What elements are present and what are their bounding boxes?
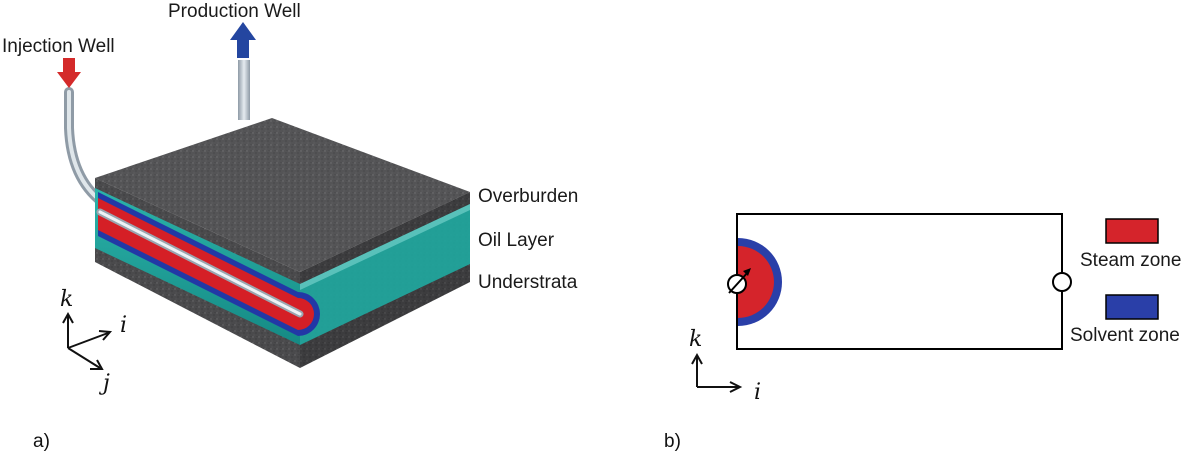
- producer-well-symbol-icon: [1052, 272, 1072, 292]
- axis-k-label-b: k: [689, 327, 702, 352]
- cross-section-box: [736, 213, 1063, 350]
- panel-b-tag: b): [664, 431, 681, 452]
- steam-zone-shape: [738, 246, 774, 318]
- axes-triad-b: [691, 352, 743, 393]
- axis-i-label: i: [120, 313, 127, 338]
- overburden-label: Overburden: [478, 186, 578, 207]
- axis-j-label: j: [98, 371, 110, 396]
- solvent-legend-swatch: [1105, 294, 1159, 320]
- injection-arrow-icon: [57, 58, 81, 88]
- panel-a: Injection Well Production Well Overburde…: [2, 1, 578, 452]
- solvent-legend-label: Solvent zone: [1070, 325, 1180, 346]
- production-well-pipe: [238, 60, 250, 120]
- panel-b: Steam zone Solvent zone k i b): [664, 213, 1181, 452]
- axis-i-label-b: i: [754, 380, 761, 405]
- oil-layer-label: Oil Layer: [478, 230, 555, 251]
- overburden-top-face: [95, 118, 470, 272]
- oil-layer-right-face: [300, 204, 470, 345]
- steam-legend-label: Steam zone: [1080, 250, 1181, 271]
- production-well-label: Production Well: [168, 1, 301, 22]
- axes-triad-a: [62, 311, 113, 370]
- injector-well-symbol-icon: [727, 268, 751, 294]
- panel-a-tag: a): [33, 431, 50, 452]
- production-arrow-icon: [230, 22, 256, 58]
- understrata-label: Understrata: [478, 272, 578, 293]
- axis-k-label: k: [60, 287, 73, 312]
- injection-well-label: Injection Well: [2, 36, 115, 57]
- steam-legend-swatch: [1105, 218, 1159, 244]
